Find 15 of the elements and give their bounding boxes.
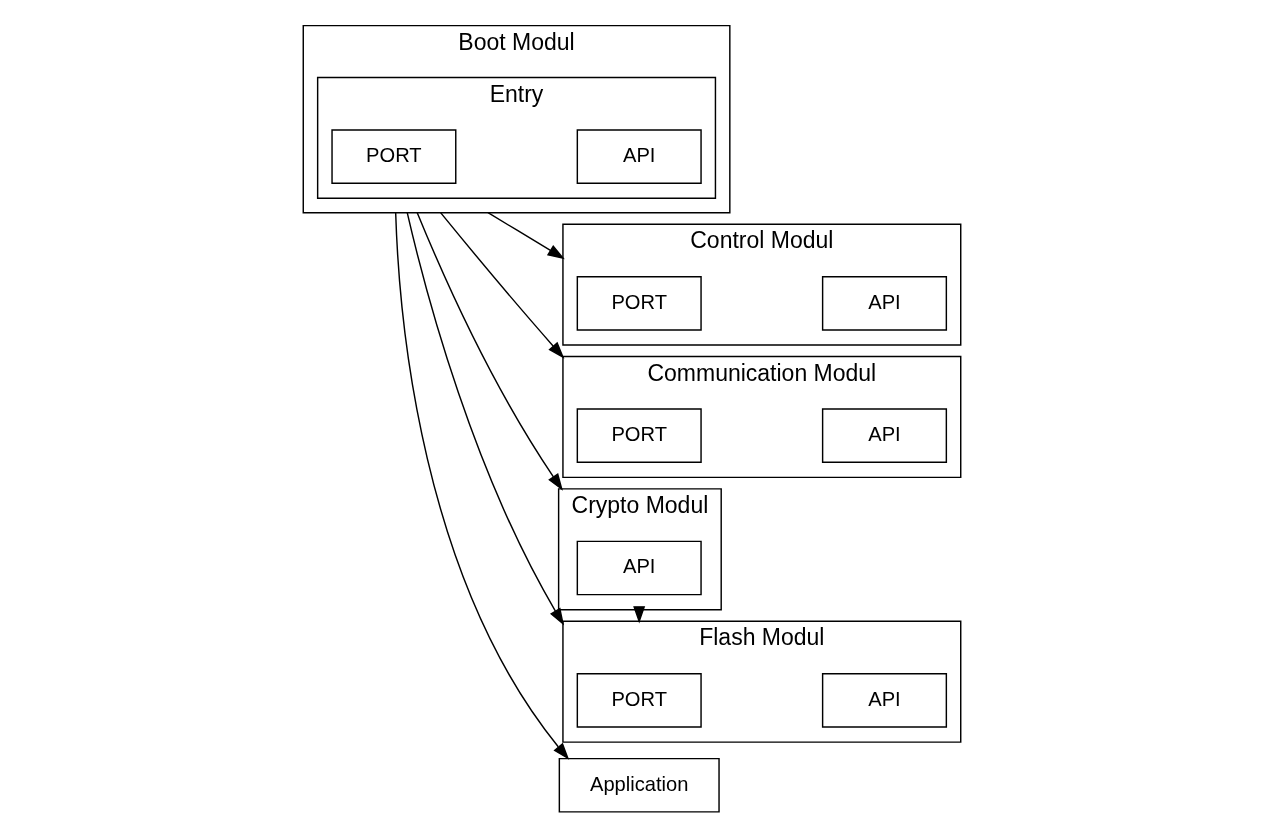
node-box: PORT	[576, 673, 702, 728]
node-box: API	[821, 673, 947, 728]
arrow	[416, 211, 563, 491]
arrow	[406, 211, 564, 626]
node-box: API	[821, 275, 947, 331]
arrow	[394, 211, 569, 760]
node-box: PORT	[576, 408, 702, 463]
node-box: PORT	[330, 129, 456, 184]
node-box: API	[576, 129, 702, 184]
arrow	[486, 211, 565, 260]
arrow	[439, 211, 564, 359]
node-box: Application	[558, 757, 720, 813]
node-box: PORT	[576, 275, 702, 331]
node-box: API	[821, 408, 947, 463]
node-box: API	[576, 540, 702, 596]
